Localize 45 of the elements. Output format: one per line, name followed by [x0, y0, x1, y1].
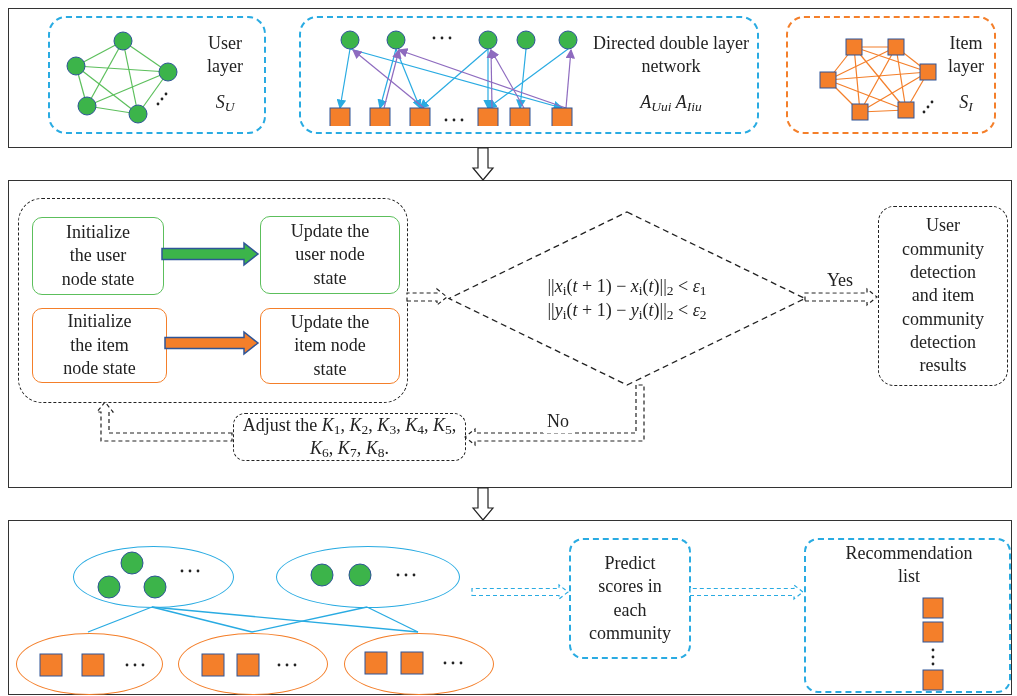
block-arrow	[164, 330, 260, 356]
condition-text: ||x$_{i}$(t + 1) − x$_{i}$(t)||$_{2}$ < ε$_{1}$	[547, 275, 707, 299]
panel	[8, 520, 1012, 695]
process-box	[299, 16, 759, 134]
connector-line	[366, 606, 419, 633]
node-text: Directed double layer network	[592, 32, 750, 79]
panel	[18, 198, 408, 403]
hollow-arrow	[95, 401, 233, 442]
process-box	[569, 538, 691, 659]
node-text: Predict scores in each community	[589, 551, 671, 645]
node-text: User community detection and item community detection results	[901, 214, 985, 378]
process-box	[786, 16, 996, 134]
process-box	[48, 16, 266, 134]
process-box	[32, 308, 167, 383]
hollow-arrow	[689, 583, 804, 601]
process-box	[804, 538, 1011, 693]
process-box	[260, 308, 400, 384]
connector-line	[251, 606, 368, 633]
condition-text: ||y$_{i}$(t + 1) − y$_{i}$(t)||$_{2}$ < ε$_{2}$	[547, 298, 707, 322]
connector-line	[87, 606, 153, 633]
node-text: S$_{U}$	[215, 90, 235, 115]
panel	[8, 8, 1012, 148]
edge-label: No	[543, 411, 573, 433]
node-text: Update the user node state	[289, 219, 371, 290]
process-box	[32, 217, 164, 295]
node-text: Item layer	[947, 32, 985, 79]
panel	[8, 180, 1012, 488]
hollow-arrow	[464, 384, 645, 447]
node-text: User layer	[206, 32, 244, 79]
connector-line	[151, 606, 419, 633]
node-text: Initialize the user node state	[60, 220, 136, 291]
node-text: Recommendation list	[844, 542, 974, 589]
hollow-arrow	[471, 147, 495, 181]
process-box	[260, 216, 400, 294]
process-box	[878, 206, 1008, 386]
node-text: Adjust the K$_{1}$, K$_{2}$, K$_{3}$, K$_{4}$, K$_{5}$, K$_{6}$, K$_{7}$, K$_{8}$.	[242, 413, 457, 461]
node-text: Initialize the item node state	[62, 310, 137, 381]
hollow-arrow	[406, 287, 448, 307]
block-arrow	[161, 241, 260, 267]
hollow-arrow	[471, 487, 495, 521]
hollow-arrow	[471, 583, 569, 601]
node-text: S$_{I}$	[959, 90, 973, 115]
node-text: A$_{Uui}$ A$_{Iiu}$	[640, 90, 702, 115]
node-text: Update the item node state	[289, 310, 371, 381]
hollow-arrow	[804, 287, 878, 307]
